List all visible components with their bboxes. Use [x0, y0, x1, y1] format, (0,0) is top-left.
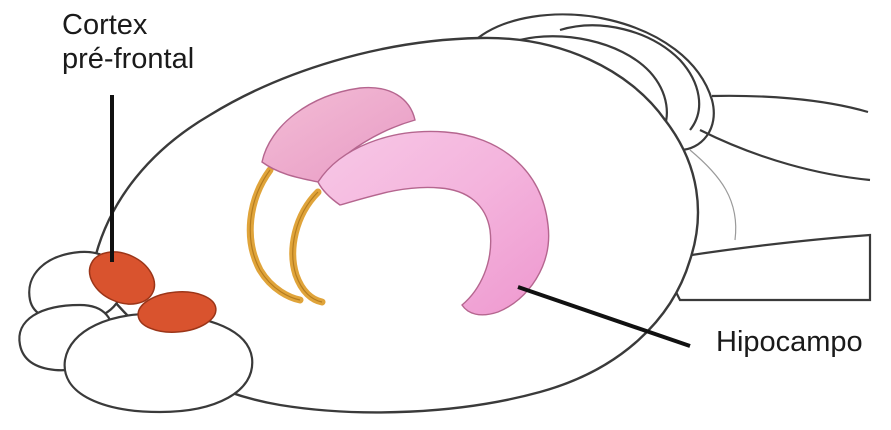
prefrontal-label-line2: pré-frontal — [62, 42, 194, 76]
prefrontal-label-line1: Cortex — [62, 8, 194, 42]
hippocampus-label: Hipocampo — [716, 325, 863, 359]
prefrontal-cortex-label: Cortex pré-frontal — [62, 8, 194, 76]
